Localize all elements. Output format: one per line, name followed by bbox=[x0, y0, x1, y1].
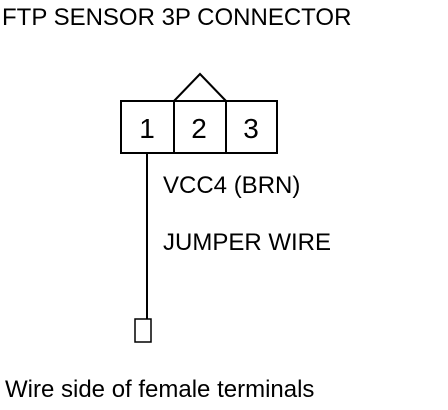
jumper-wire-label: JUMPER WIRE bbox=[163, 229, 331, 256]
diagram-title: FTP SENSOR 3P CONNECTOR bbox=[2, 4, 352, 31]
wire-color-label: VCC4 (BRN) bbox=[163, 172, 301, 199]
pin-1-label: 1 bbox=[139, 113, 155, 144]
connector-body bbox=[120, 100, 278, 154]
jumper-wire-terminal bbox=[134, 318, 152, 343]
connector-lock-tab bbox=[173, 72, 227, 102]
pin-3-label: 3 bbox=[243, 113, 259, 144]
view-caption: Wire side of female terminals bbox=[5, 376, 315, 403]
pin-2-label: 2 bbox=[191, 113, 207, 144]
